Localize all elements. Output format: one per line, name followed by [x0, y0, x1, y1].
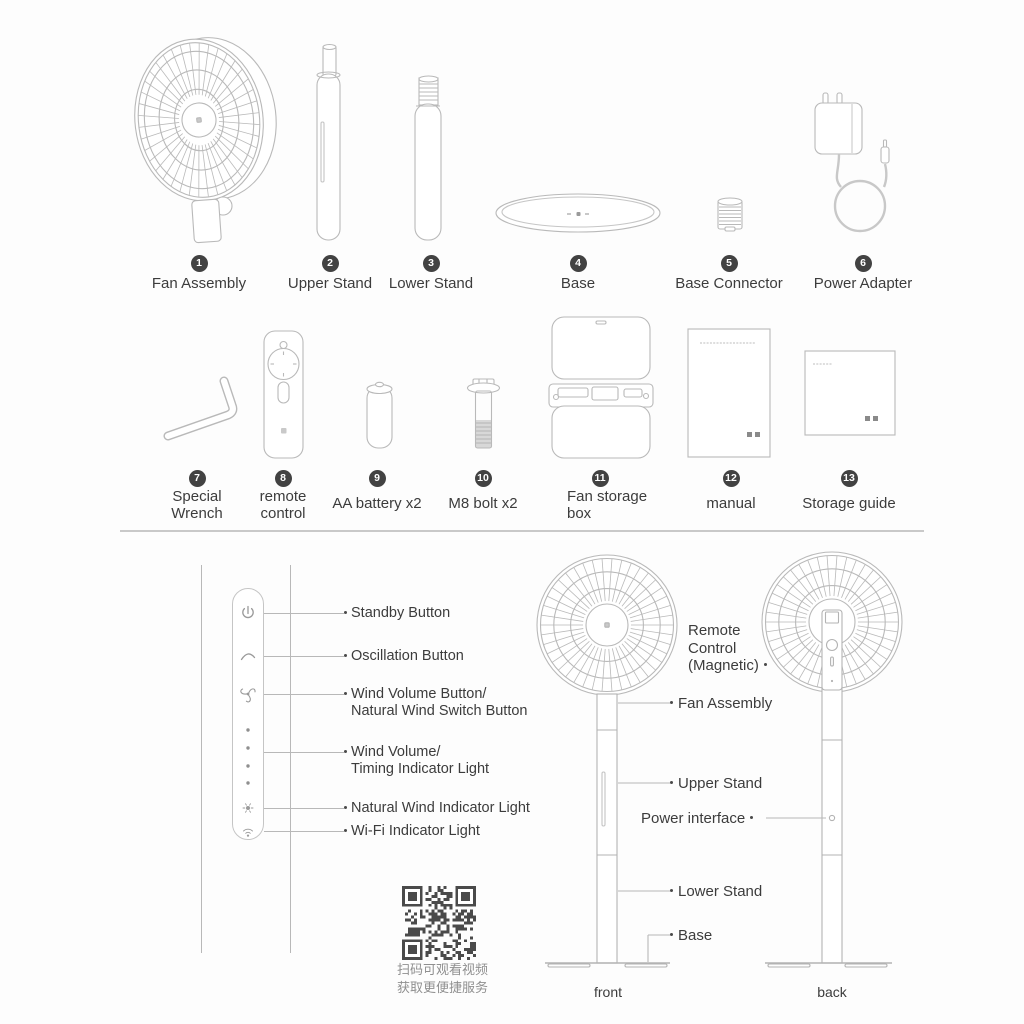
bullet-dot [344, 750, 347, 753]
bullet-dot [344, 829, 347, 832]
remote-control-magnetic-label: Remote Control (Magnetic) [688, 622, 759, 674]
leader-standby [264, 613, 344, 614]
qr-caption: 扫码可观看视频 获取更便捷服务 [397, 962, 489, 995]
remote-label-dot [764, 663, 767, 666]
bullet-dot [670, 933, 673, 936]
wind-volume-button-label: Wind Volume Button/ Natural Wind Switch … [344, 686, 528, 719]
control-panel-icons [240, 605, 256, 837]
part-number-10: 10 [474, 470, 492, 487]
part-label-special-wrench: Special Wrench [171, 488, 223, 522]
part-label-fan-storage-box: Fan storage box [567, 488, 648, 522]
leader-wind-button [264, 694, 344, 695]
base-callout: Base [670, 927, 712, 944]
oscillation-button-label: Oscillation Button [344, 648, 464, 665]
bullet-dot [750, 816, 754, 819]
special-wrench-illustration [163, 376, 238, 441]
part-number-4: 4 [569, 255, 587, 272]
lower-stand-illustration [414, 75, 442, 241]
part-label-lower-stand: Lower Stand [388, 275, 474, 292]
oscillation-icon [240, 653, 256, 661]
base-connector-illustration [717, 197, 743, 232]
standby-button-label: Standby Button [344, 605, 450, 622]
power-interface-port [828, 814, 836, 822]
front-fan-illustration [536, 554, 678, 696]
natural-wind-icon [242, 803, 254, 813]
part-label-remote-control: remote control [259, 488, 307, 522]
part-label-fan-assembly: Fan Assembly [151, 275, 247, 292]
leader-indicator [264, 752, 344, 753]
parts-illustrations [134, 37, 896, 459]
bullet-dot [670, 781, 673, 784]
front-stand [596, 693, 618, 964]
part-number-3: 3 [422, 255, 440, 272]
bullet-dot [344, 692, 347, 695]
upper-stand-illustration [316, 43, 341, 241]
remote-control-illustration [263, 330, 304, 459]
part-number-9: 9 [368, 470, 386, 487]
part-number-1: 1 [190, 255, 208, 272]
qr-code [402, 886, 476, 960]
part-number-8: 8 [274, 470, 292, 487]
back-view-caption: back [817, 984, 847, 1000]
bullet-dot [344, 806, 347, 809]
part-number-2: 2 [321, 255, 339, 272]
bullet-dot [670, 701, 673, 704]
manual-illustration [687, 328, 771, 458]
stand-outline-left [201, 565, 202, 953]
wifi-light-label: Wi-Fi Indicator Light [344, 823, 480, 840]
indicator-dots [246, 728, 250, 785]
fan-front-back-diagram [536, 551, 903, 968]
bullet-dot [670, 889, 673, 892]
lower-stand-callout: Lower Stand [670, 883, 762, 900]
part-label-power-adapter: Power Adapter [813, 275, 913, 292]
control-panel-pill [232, 588, 264, 840]
part-label-aa-battery: AA battery x2 [332, 495, 422, 512]
part-number-13: 13 [840, 470, 858, 487]
bullet-dot [344, 611, 347, 614]
indicator-light-label: Wind Volume/ Timing Indicator Light [344, 744, 489, 777]
m8-bolt-illustration [466, 378, 501, 449]
leader-natural-wind [264, 808, 344, 809]
front-view-caption: front [593, 984, 622, 1000]
upper-stand-callout: Upper Stand [670, 775, 762, 792]
magnetic-remote-on-fan [821, 609, 843, 691]
part-label-base: Base [560, 275, 596, 292]
power-icon [242, 605, 254, 619]
part-label-storage-guide: Storage guide [802, 495, 896, 512]
storage-guide-illustration [804, 350, 896, 436]
part-label-m8-bolt: M8 bolt x2 [448, 495, 518, 512]
part-label-upper-stand: Upper Stand [287, 275, 373, 292]
part-number-5: 5 [720, 255, 738, 272]
aa-battery-illustration [366, 381, 393, 449]
power-interface-callout: Power interface [641, 810, 754, 827]
base-illustration [495, 193, 661, 233]
leader-wifi [264, 831, 344, 832]
fan-assembly-illustration [134, 37, 277, 202]
natural-wind-light-label: Natural Wind Indicator Light [344, 800, 530, 817]
wifi-icon [243, 828, 253, 837]
bullet-dot [344, 654, 347, 657]
part-number-12: 12 [722, 470, 740, 487]
stand-outline-right [290, 565, 291, 953]
fan-assembly-callout: Fan Assembly [670, 695, 772, 712]
section-divider [120, 530, 924, 532]
back-stand [821, 687, 843, 964]
part-label-base-connector: Base Connector [675, 275, 783, 292]
diagram-leaders [618, 702, 826, 962]
wind-volume-icon [240, 688, 256, 703]
leader-oscillation [264, 656, 344, 657]
part-number-6: 6 [854, 255, 872, 272]
power-adapter-illustration [814, 92, 890, 233]
part-number-7: 7 [188, 470, 206, 487]
part-label-manual: manual [706, 495, 756, 512]
part-number-11: 11 [591, 470, 609, 487]
fan-storage-box-illustration [548, 316, 654, 459]
